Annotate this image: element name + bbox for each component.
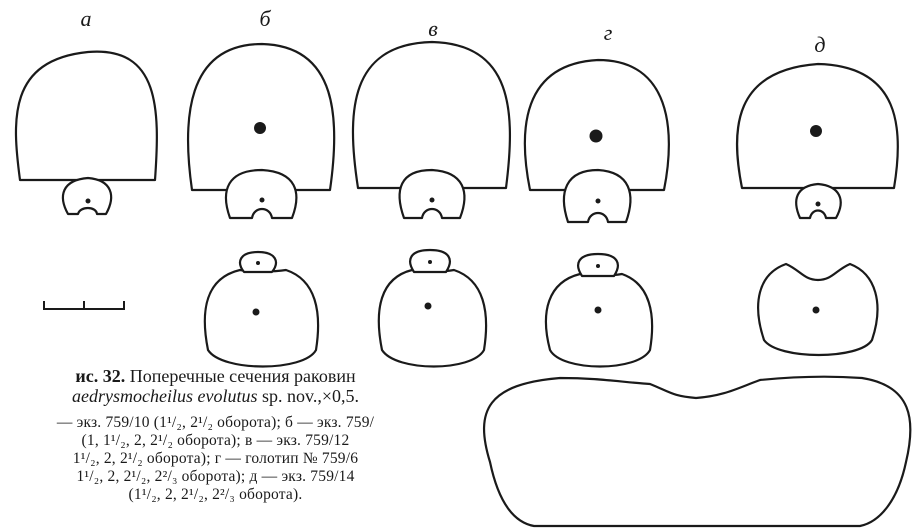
siphuncle-b-row2 xyxy=(252,308,260,316)
section-b-row2 xyxy=(203,250,320,368)
whorl-outline-g-row2 xyxy=(544,272,654,368)
scale-bar xyxy=(43,301,125,310)
panel-label-b: б xyxy=(259,6,271,31)
siphuncle-d-small xyxy=(815,201,821,207)
whorl-outline-g-large xyxy=(523,58,670,192)
panel-label-d: д xyxy=(814,32,825,57)
caption-line: (1¹/₂, 2, 2¹/₂, 2²/₃ оборота). xyxy=(128,486,303,503)
siphuncle-v-medium xyxy=(429,197,435,203)
section-d-row2 xyxy=(757,262,879,357)
caption-line: 1¹/₂, 2, 2¹/₂, 2²/₃ оборота); д — экз. 7… xyxy=(76,468,355,485)
caption-title-text: Поперечные сечения раковин xyxy=(129,366,356,386)
section-g xyxy=(523,58,670,224)
whorl-outline-b-large xyxy=(186,42,336,192)
siphuncle-v-row2 xyxy=(424,302,432,310)
whorl-outline-d-small xyxy=(795,182,842,220)
section-a xyxy=(14,50,158,216)
whorl-outline-large-bottom xyxy=(482,375,912,528)
caption-line: 1¹/₂, 2, 2¹/₂ оборота); г — голотип № 75… xyxy=(72,450,359,467)
siphuncle-b-large xyxy=(254,122,266,134)
panel-label-v: в xyxy=(428,16,438,41)
siphuncle-g-row2 xyxy=(594,306,602,314)
section-d xyxy=(735,62,899,220)
siphuncle-d-large xyxy=(810,125,822,137)
caption-line: (1, 1¹/₂, 2, 2¹/₂ оборота); в — экз. 759… xyxy=(81,432,350,449)
caption-body: — экз. 759/10 (1¹/₂, 2¹/₂ оборота); б — … xyxy=(0,414,443,504)
whorl-outline-b-row2 xyxy=(203,268,320,368)
whorl-outline-v-row2 xyxy=(377,268,488,368)
section-large-bottom xyxy=(482,375,912,528)
whorl-outline-v-medium xyxy=(398,168,466,220)
siphuncle-b-row2-inner xyxy=(256,261,260,265)
panel-label-a: а xyxy=(81,6,92,31)
figure-caption: ис. 32. Поперечные сечения раковин aedry… xyxy=(0,366,443,504)
panel-label-g: г xyxy=(604,20,613,45)
siphuncle-g-large xyxy=(589,129,603,143)
siphuncle-a xyxy=(85,198,91,204)
siphuncle-g-row2-inner xyxy=(596,264,600,268)
caption-species: aedrysmocheilus evolutus xyxy=(72,386,258,406)
caption-title: ис. 32. Поперечные сечения раковин aedry… xyxy=(0,366,443,406)
caption-line: — экз. 759/10 (1¹/₂, 2¹/₂ оборота); б — … xyxy=(56,414,375,431)
siphuncle-v-row2-inner xyxy=(428,260,432,264)
whorl-outline-a-large xyxy=(14,50,158,182)
caption-figure-number: ис. 32. xyxy=(75,366,126,386)
section-b xyxy=(186,42,336,220)
siphuncle-b-medium xyxy=(259,197,265,203)
siphuncle-d-row2 xyxy=(812,306,820,314)
section-g-row2 xyxy=(544,252,654,368)
whorl-outline-a-small xyxy=(61,176,113,216)
siphuncle-g-medium xyxy=(595,198,601,204)
section-v xyxy=(351,40,511,220)
whorl-outline-v-large xyxy=(351,40,511,190)
section-v-row2 xyxy=(377,248,488,368)
whorl-outline-b-medium xyxy=(224,168,298,220)
whorl-outline-g-medium xyxy=(562,168,632,224)
caption-species-suffix: sp. nov.,×0,5. xyxy=(261,386,359,406)
